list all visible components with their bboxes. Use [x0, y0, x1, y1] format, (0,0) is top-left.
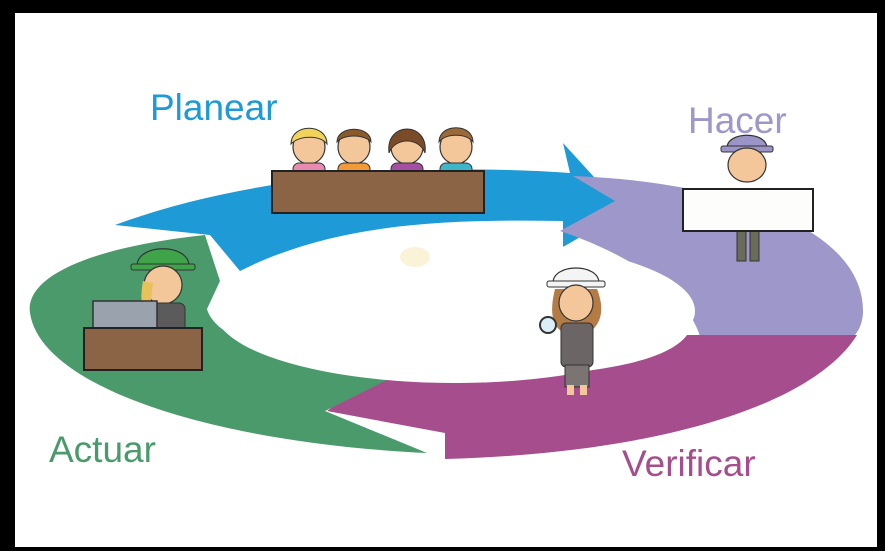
laptop [92, 300, 158, 332]
planear-label: Planear [150, 87, 278, 128]
blueprint-worker-figure [682, 134, 814, 262]
cycle-center [215, 239, 695, 383]
blueprint-sheet [682, 188, 814, 232]
hacer-label: Hacer [688, 100, 787, 141]
meeting-desk [271, 170, 485, 214]
office-desk [83, 327, 203, 371]
actuar-arrow-segment [29, 235, 428, 453]
laptop-worker-figure [83, 248, 203, 371]
pdca-cycle-diagram [29, 127, 864, 459]
cycle-diagram-frame: Planear Hacer Verificar Actuar [15, 13, 877, 547]
center-dot [400, 247, 430, 267]
team-figure [271, 127, 485, 214]
inspector-figure [539, 267, 606, 395]
verificar-label: Verificar [622, 443, 756, 484]
actuar-label: Actuar [49, 429, 156, 470]
magnifier [539, 316, 557, 334]
verificar-arrow-segment [327, 335, 857, 459]
